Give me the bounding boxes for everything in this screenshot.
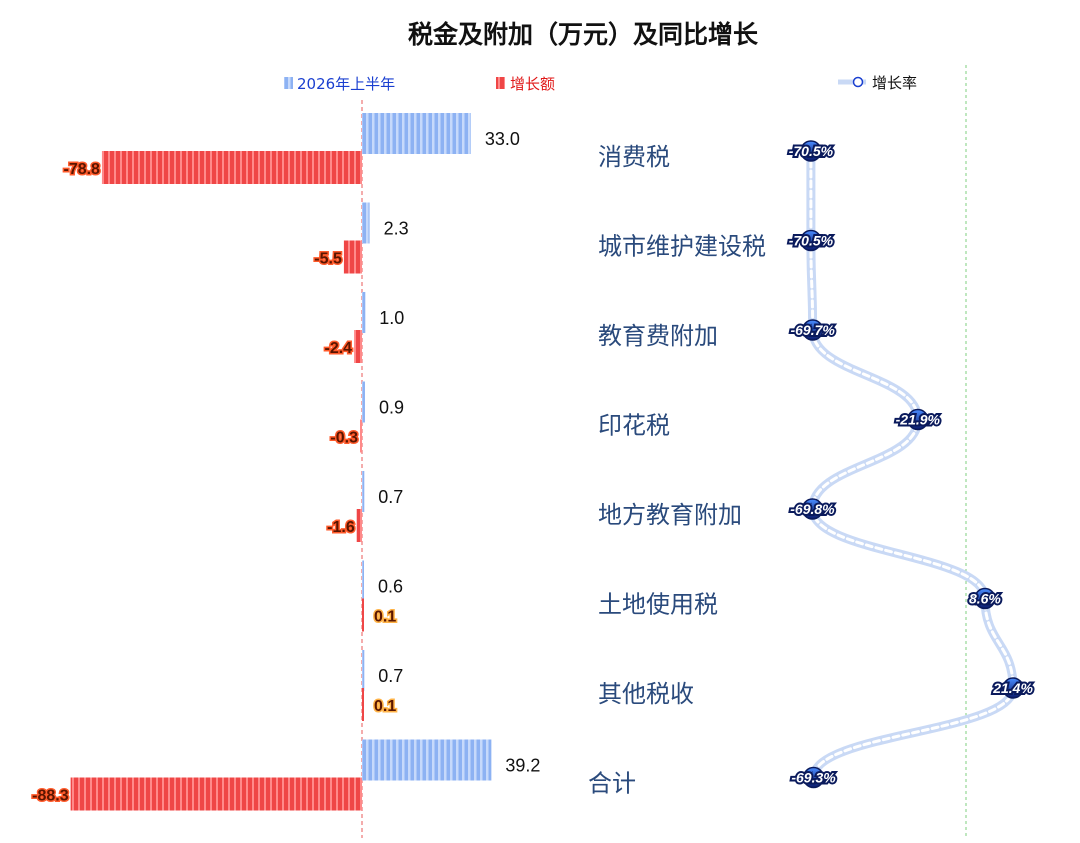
data-label-current: 0.7	[378, 487, 403, 507]
data-label-rate: -69.3%	[791, 770, 836, 786]
rate-markers: -70.5% -70.5% -69.7% -21.9% -69.8% 8.6% 21.4% -…	[787, 140, 1035, 789]
data-label-current: 0.6	[378, 577, 403, 597]
category-label: 地方教育附加	[598, 501, 742, 529]
data-label-growth: -2.4	[325, 340, 353, 357]
legend-item-growth[interactable]: 增长额	[496, 75, 555, 93]
bar-growth	[70, 777, 363, 811]
bar-growth	[343, 240, 362, 274]
category-label: 合计	[588, 770, 636, 798]
bar-current	[362, 202, 370, 244]
data-label-rate: -70.5%	[789, 233, 834, 249]
bar-current	[362, 650, 365, 691]
rate-marker	[800, 229, 822, 252]
data-label-growth: 0.1	[374, 698, 396, 715]
data-label-rate: -21.9%	[896, 412, 941, 428]
data-label-current: 1.0	[379, 308, 404, 328]
data-label-growth: -88.3	[32, 788, 69, 805]
bars-current: 33.0 2.3 1.0 0.9 0.7 0.6 0.7 39.2	[362, 113, 540, 781]
rate-marker	[800, 140, 822, 162]
bar-growth	[356, 509, 362, 542]
data-label-rate: -70.5%	[789, 143, 834, 159]
data-label-growth: -5.5	[314, 251, 342, 268]
data-label-rate: 21.4%	[992, 680, 1033, 696]
data-label-current: 39.2	[505, 756, 540, 776]
category-label: 印花税	[598, 412, 670, 440]
rate-marker	[802, 766, 825, 789]
category-label: 城市维护建设税	[598, 233, 766, 261]
data-label-current: 33.0	[485, 129, 520, 149]
legend-label-rate: 增长率	[872, 74, 917, 92]
category-label: 其他税收	[598, 680, 694, 708]
data-label-rate: 8.6%	[969, 591, 1001, 607]
rate-line-highlight	[809, 149, 1015, 779]
rate-line-path	[806, 146, 1018, 782]
bars-growth: -78.8 -5.5 -2.4 -0.3 -1.6 0.1 0.1 -88.3	[31, 151, 398, 811]
bar-current	[362, 381, 365, 423]
data-label-growth: -0.3	[330, 430, 358, 447]
bar-growth	[101, 151, 363, 184]
rate-marker	[907, 408, 929, 431]
bar-growth	[360, 419, 362, 453]
data-label-current: 2.3	[384, 219, 409, 239]
data-label-current: 0.9	[379, 398, 404, 418]
legend-item-rate[interactable]: 增长率	[838, 74, 917, 92]
bar-growth	[362, 688, 364, 721]
bar-current	[362, 739, 492, 781]
data-label-current: 0.7	[378, 666, 403, 686]
legend-label-current: 2026年上半年	[297, 75, 395, 93]
category-label: 土地使用税	[598, 591, 718, 619]
rate-marker	[801, 498, 824, 520]
category-label: 教育费附加	[598, 322, 718, 350]
data-label-growth: -1.6	[327, 519, 355, 536]
rate-marker	[1002, 677, 1024, 699]
data-label-rate: -69.8%	[790, 501, 835, 517]
legend-swatch-growth	[496, 77, 505, 89]
data-label-rate: -69.7%	[790, 322, 835, 338]
rate-line	[806, 146, 1018, 782]
legend-marker-rate	[852, 76, 864, 88]
bar-current	[362, 471, 365, 512]
data-label-growth: 0.1	[374, 609, 396, 626]
legend-swatch-current	[284, 77, 293, 89]
bar-growth	[362, 598, 364, 632]
legend: 2026年上半年 增长额 增长率	[284, 74, 917, 93]
bar-current	[362, 292, 366, 333]
chart-title: 税金及附加（万元）及同比增长	[408, 20, 759, 49]
legend-label-growth: 增长额	[510, 75, 555, 93]
bar-current	[362, 113, 471, 154]
rate-marker	[974, 587, 996, 610]
category-label: 消费税	[598, 143, 670, 171]
legend-item-current[interactable]: 2026年上半年	[284, 75, 395, 93]
data-label-growth: -78.8	[63, 161, 100, 178]
bar-growth	[354, 330, 362, 363]
bar-current	[362, 560, 364, 602]
rate-marker	[801, 319, 824, 341]
